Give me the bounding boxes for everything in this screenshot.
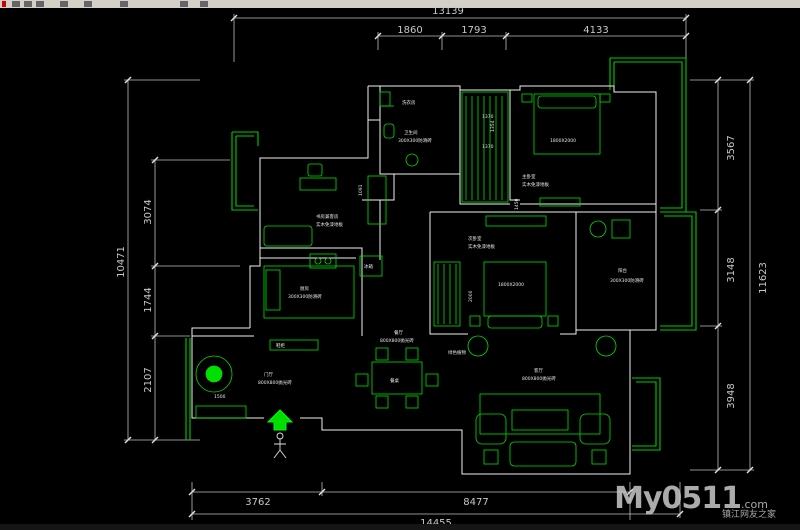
room-label-kitchen: 厨房 [300, 285, 309, 292]
bed-size-second: 1800X2000 [498, 282, 524, 288]
sub-dimension: 1091 [358, 184, 364, 196]
sub-dimension: 1450 [514, 198, 520, 210]
watermark-domain: .com [741, 498, 768, 511]
dimension-ticks [124, 14, 754, 518]
room-label-laundry: 洗衣房 [402, 99, 416, 106]
dim-left-segment: 3074 [143, 199, 154, 224]
closet-dimension: 1354 [490, 120, 496, 132]
balcony-frames [185, 57, 697, 451]
toolbar-icon[interactable] [120, 1, 128, 7]
bed-size-master: 1800X2000 [550, 138, 576, 144]
toolbar-icon[interactable] [200, 1, 208, 7]
room-label-second-bedroom: 次卧室 [468, 235, 482, 242]
closet-dimension: 1370 [482, 114, 494, 120]
room-label-study: 书房兼客房 [316, 213, 339, 220]
dim-right-segment: 3948 [726, 383, 737, 408]
floor-spec-entrance: 800X800抛光砖 [258, 379, 292, 386]
furniture [195, 91, 631, 467]
floor-spec-balcony: 300X300防滑砖 [610, 277, 644, 284]
room-label-balcony: 阳台 [618, 267, 627, 274]
watermark-subtitle: 镇江网友之家 [721, 510, 776, 520]
dim-right-segment: 3567 [726, 135, 737, 160]
floor-spec-restaurant: 800X800抛光砖 [380, 337, 414, 344]
dimension-lines [124, 14, 754, 520]
dim-left-segment: 2107 [143, 367, 154, 392]
dim-top-total: 13139 [432, 6, 464, 17]
dim-top-segment: 4133 [583, 25, 608, 36]
toolbar-icon[interactable] [180, 1, 188, 7]
floor-spec-master: 实木免漆地板 [522, 181, 549, 188]
room-label-shoe-cabinet: 鞋柜 [276, 342, 285, 349]
sub-dimension: 1500 [214, 394, 226, 400]
room-label-greenery: 绿色植物 [448, 349, 466, 356]
floor-spec-bathroom: 300X300防滑砖 [398, 137, 432, 144]
toolbar-icon[interactable] [2, 1, 6, 7]
toolbar-icon[interactable] [84, 1, 92, 7]
room-label-master-bedroom: 主卧室 [522, 173, 536, 180]
watermark: My0511.com 镇江网友之家 [614, 481, 776, 520]
person-icon [273, 432, 287, 459]
dim-bottom-segment: 3762 [245, 497, 270, 508]
floor-spec-kitchen: 300X300防滑砖 [288, 293, 322, 300]
dim-left-segment: 1744 [143, 287, 154, 312]
room-label-living: 客厅 [534, 367, 543, 374]
dim-bottom-total: 14455 [420, 518, 452, 529]
floor-spec-second: 实木免漆地板 [468, 243, 495, 250]
room-label-restaurant: 餐厅 [394, 329, 403, 336]
toolbar-icon[interactable] [24, 1, 32, 7]
entrance-arrow-icon [266, 409, 294, 431]
closet-dimension: 1370 [482, 144, 494, 150]
room-label-entrance: 门厅 [264, 371, 273, 378]
room-label-fridge: 冰箱 [364, 263, 373, 270]
dim-top-segment: 1793 [461, 25, 486, 36]
dim-left-total: 10471 [116, 246, 127, 278]
room-label-bathroom: 卫生间 [404, 129, 418, 136]
toolbar [0, 0, 800, 8]
dim-right-segment: 3148 [726, 257, 737, 282]
floor-spec-study: 实木免漆地板 [316, 221, 343, 228]
dim-right-total: 11623 [758, 262, 769, 294]
toolbar-icon[interactable] [60, 1, 68, 7]
walls [191, 85, 657, 475]
sub-dimension: 2000 [468, 290, 474, 302]
dim-top-segment: 1860 [397, 25, 422, 36]
watermark-logo: My0511 [614, 481, 742, 516]
floor-spec-living: 800X800抛光砖 [522, 375, 556, 382]
toolbar-icon[interactable] [12, 1, 20, 7]
dim-bottom-segment: 8477 [463, 497, 488, 508]
toolbar-icon[interactable] [36, 1, 44, 7]
room-label-dining-table: 餐桌 [390, 377, 399, 384]
status-strip [0, 524, 800, 530]
